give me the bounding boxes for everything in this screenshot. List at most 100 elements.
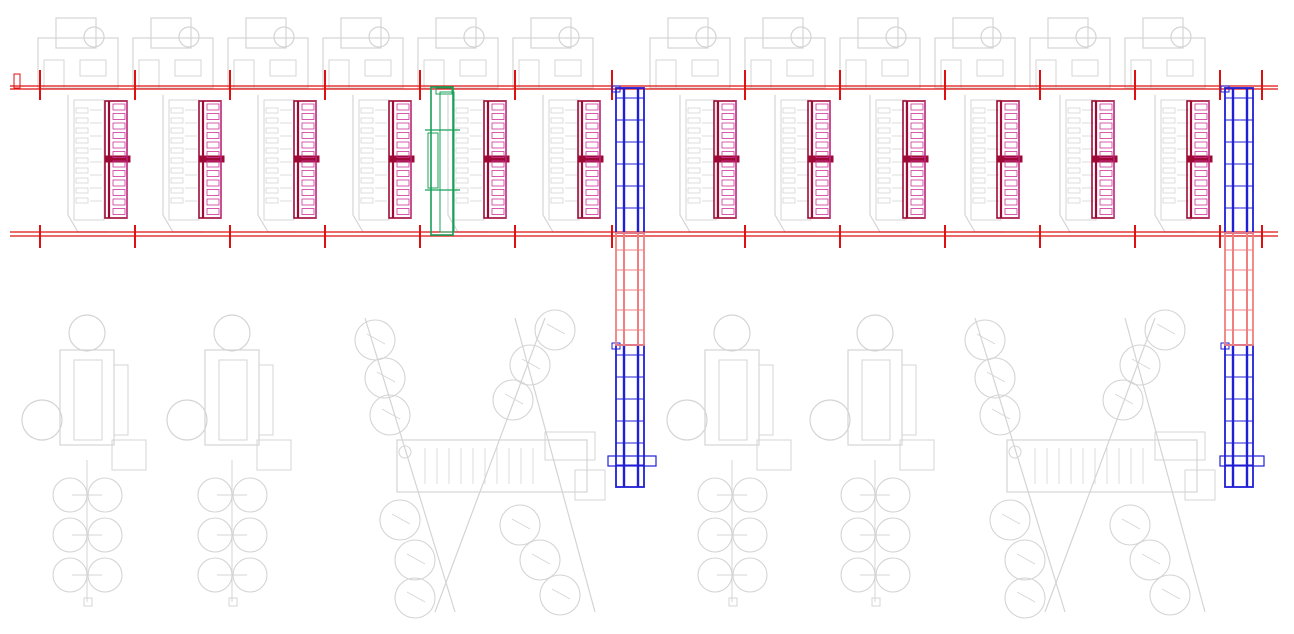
rack-shelf [1194, 103, 1208, 111]
rack-unit-7 [713, 100, 740, 219]
machine-slot [170, 197, 184, 204]
machine-spindle [368, 26, 390, 48]
machine-slot [687, 107, 701, 114]
machine-slot [1162, 157, 1176, 164]
ghost-station-3 [666, 314, 792, 607]
machine-slot [1067, 117, 1081, 124]
rack-shelf [206, 179, 220, 187]
machine-panel [233, 59, 255, 89]
machine-slot [265, 137, 279, 144]
rack-shelf [1004, 151, 1018, 158]
station-body [204, 349, 260, 446]
arm-disc [979, 394, 1021, 436]
rack-shelf [396, 132, 410, 139]
selected-green-unit[interactable] [425, 86, 460, 236]
rack-shelf [815, 208, 829, 215]
machine-slot [455, 177, 469, 184]
machine-slot [75, 187, 89, 194]
machine-slot [550, 117, 564, 124]
machine-slot [360, 127, 374, 134]
machine-slot [687, 137, 701, 144]
blue-transfer-bottom-right [1220, 342, 1254, 488]
rack-shelf [815, 113, 829, 120]
machine-spindle [463, 26, 485, 48]
machine-motor [1047, 17, 1089, 49]
salmon-bridges[interactable] [615, 232, 1254, 346]
rack-shelf [721, 151, 735, 158]
rack-shelf [206, 141, 220, 149]
rack-shelf [396, 113, 410, 120]
station-foot [756, 439, 792, 471]
machine-box [1071, 59, 1099, 77]
machine-motor [245, 17, 287, 49]
machine-panel [750, 59, 772, 89]
machine-slot [75, 167, 89, 174]
rack-shelf [112, 179, 126, 187]
machine-slot [170, 107, 184, 114]
machine-slot [877, 147, 891, 154]
rack-shelf [1099, 113, 1113, 120]
machine-head [1029, 37, 1111, 89]
station-pin [871, 597, 881, 607]
rack-shelf [910, 151, 924, 158]
machine-slot [782, 197, 796, 204]
arm-drive-foot [574, 469, 606, 501]
rack-shelf [1004, 198, 1018, 206]
green-frame-left [430, 86, 454, 236]
station-core [218, 359, 248, 441]
machine-spindle [273, 26, 295, 48]
machine-head [132, 37, 214, 89]
rack-shelf [206, 160, 220, 168]
rack-shelf [815, 189, 829, 196]
rack-shelf [112, 160, 126, 168]
machine-slot [550, 167, 564, 174]
arm-drive-housing [396, 439, 588, 493]
station-core [718, 359, 748, 441]
station-side [758, 364, 774, 436]
machine-slot [75, 177, 89, 184]
machine-slot [1162, 177, 1176, 184]
rack-shelf [1194, 132, 1208, 139]
machine-slot [170, 167, 184, 174]
rack-shelf [910, 113, 924, 120]
rack-shelf [585, 179, 599, 187]
machine-slot [972, 197, 986, 204]
machine-slot [1067, 197, 1081, 204]
rack-shelf [1004, 113, 1018, 120]
machine-slot [75, 137, 89, 144]
rack-shelf [491, 189, 505, 196]
arm-disc [1102, 379, 1144, 421]
arm-boom-2 [1044, 317, 1156, 613]
rack-shelf [112, 103, 126, 111]
machine-outline-7 [649, 17, 731, 233]
rack-shelf [206, 151, 220, 158]
machine-slot [877, 187, 891, 194]
rack-shelf [206, 208, 220, 215]
rack-shelf [301, 103, 315, 111]
salmon-bridge-mid [615, 232, 645, 346]
rack-shelf [491, 151, 505, 158]
arm-disc [1109, 504, 1151, 546]
machine-slot [455, 107, 469, 114]
machine-slot [265, 127, 279, 134]
rack-shelf [491, 103, 505, 111]
station-top-wheel [713, 314, 751, 352]
machine-slot [170, 177, 184, 184]
rack-shelf [1099, 103, 1113, 111]
green-box [427, 132, 439, 189]
machine-slot [170, 187, 184, 194]
machine-slot [360, 107, 374, 114]
machine-slot [550, 197, 564, 204]
machine-slot [265, 177, 279, 184]
blue-transfer-units[interactable] [607, 85, 1265, 488]
rack-shelf [1099, 198, 1113, 206]
machine-head [417, 37, 499, 89]
rack-shelf [396, 170, 410, 177]
rack-shelf [206, 170, 220, 177]
rack-shelf [1004, 122, 1018, 130]
station-pin [83, 597, 93, 607]
rack-shelf [1194, 141, 1208, 149]
arm-disc [1119, 344, 1161, 386]
machine-slot [1162, 147, 1176, 154]
